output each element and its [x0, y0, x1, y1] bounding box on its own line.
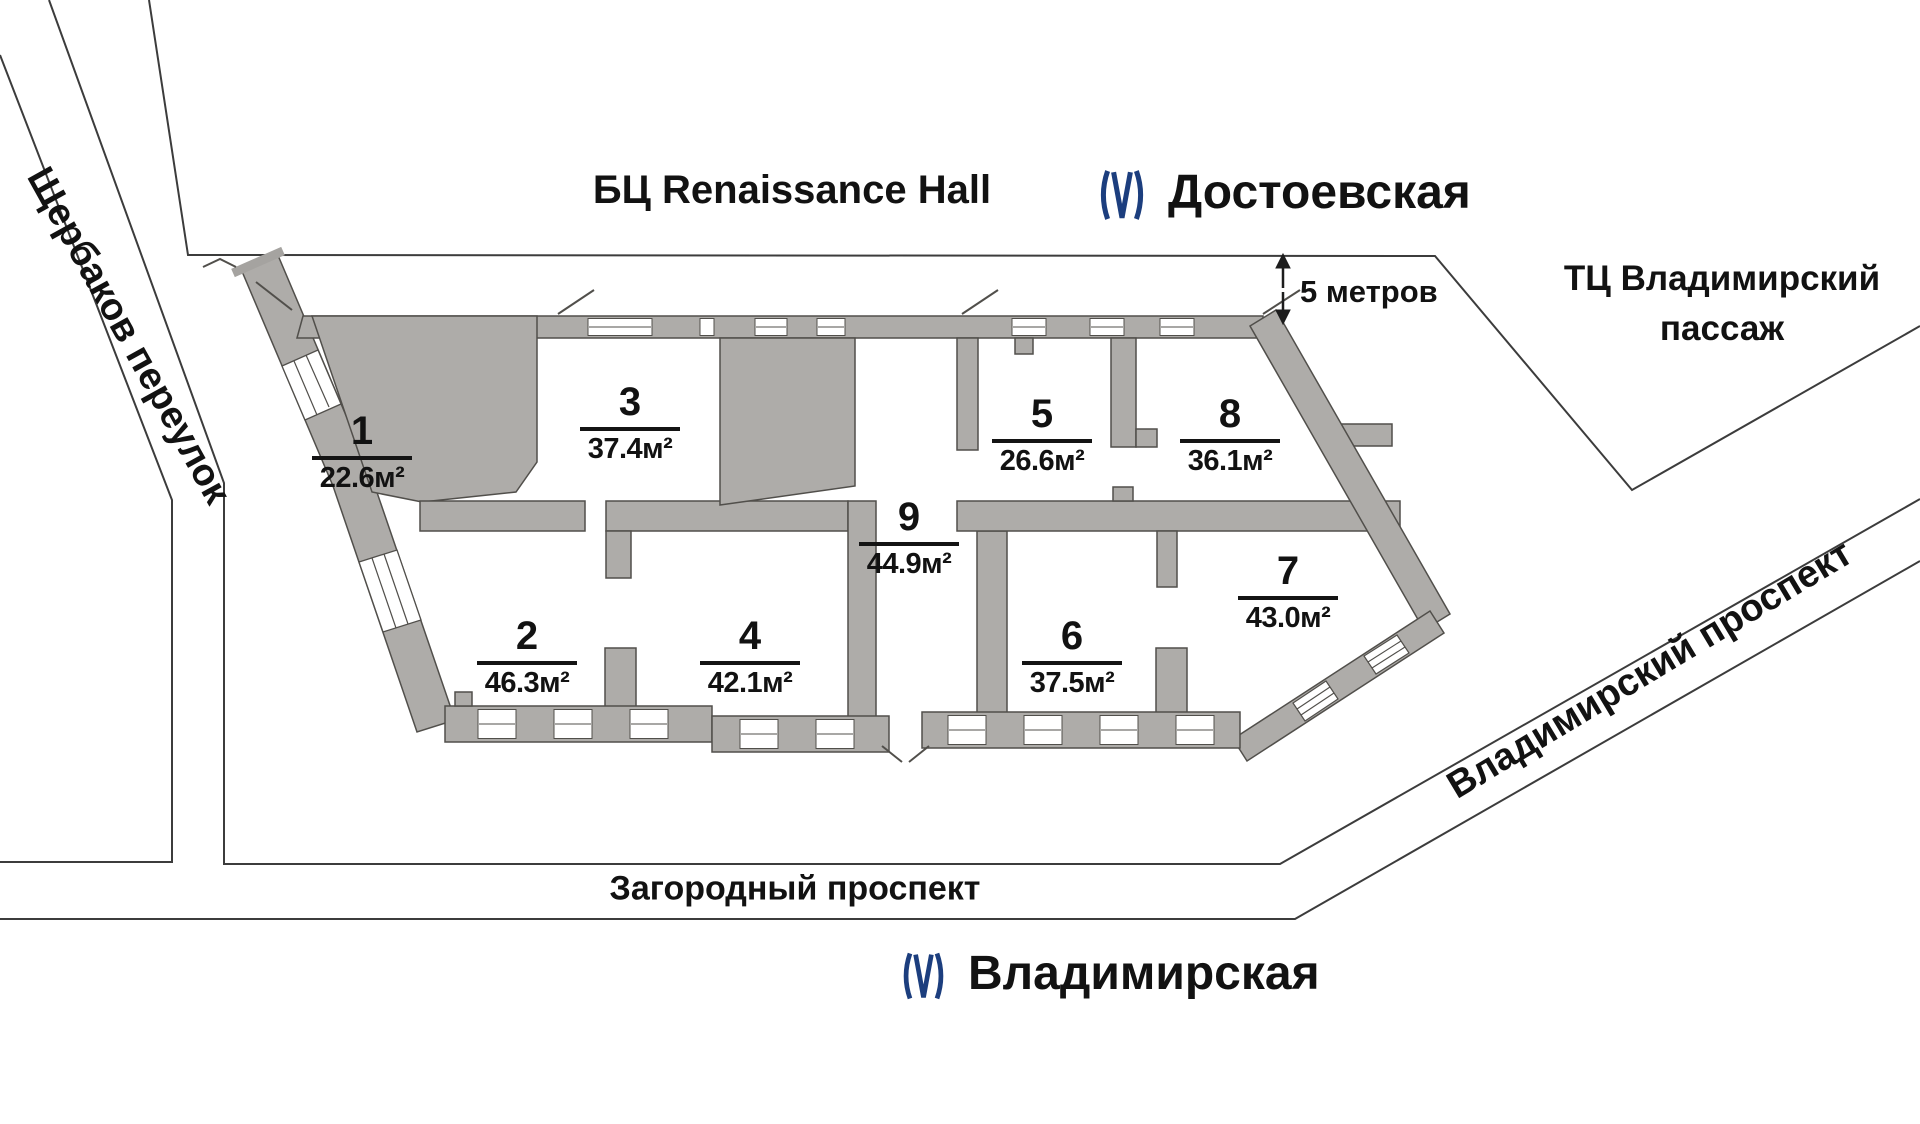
wall-stub: [1014, 337, 1034, 355]
room-area: 36.1м²: [1187, 445, 1273, 477]
room-number: 2: [515, 614, 539, 658]
room-area: 37.4м²: [587, 433, 673, 465]
wall-partition-foot: [1135, 428, 1158, 448]
arrow-down-icon: [1275, 309, 1291, 326]
door-swing-3: [961, 289, 999, 315]
room-number: 4: [738, 614, 762, 658]
room-area: 46.3м²: [484, 667, 570, 699]
room-label-4: 4 42.1м²: [700, 612, 800, 698]
room-number: 5: [1030, 392, 1054, 436]
street-name-zagorodny: Загородный проспект: [609, 869, 981, 908]
mall-label-line1: ТЦ Владимирский: [1563, 259, 1881, 298]
room-underline: [477, 661, 577, 665]
room-label-5: 5 26.6м²: [992, 390, 1092, 476]
entrance-tick-right: [908, 745, 930, 763]
street-lines: [0, 0, 1920, 920]
mall-label: ТЦ Владимирский пассаж: [1564, 254, 1880, 354]
room-area: 42.1м²: [707, 667, 793, 699]
wall-strip-cap: [231, 246, 285, 278]
room-underline: [1238, 596, 1338, 600]
street-edge-block-north: [148, 0, 1920, 492]
room-label-2: 2 46.3м²: [477, 612, 577, 698]
strip-windows: [281, 349, 422, 633]
room-number: 8: [1218, 392, 1242, 436]
wall-right-diagonal: [1248, 308, 1452, 632]
wall-corridor-left: [847, 500, 877, 741]
wall-partition-9-5: [956, 337, 979, 451]
room-number: 7: [1276, 549, 1300, 593]
metro-station-top: [1098, 167, 1146, 223]
street-edge-block-main: [48, 0, 1920, 865]
room-label-7: 7 43.0м²: [1238, 547, 1338, 633]
wall-stub: [605, 530, 632, 579]
room-area: 37.5м²: [1029, 667, 1115, 699]
room-area: 44.9м²: [866, 548, 952, 580]
mall-label-line2: пассаж: [1659, 309, 1785, 348]
street-edge-sherbakov-west: [0, 54, 173, 863]
room-underline: [1180, 439, 1280, 443]
room-underline: [992, 439, 1092, 443]
room-area: 26.6м²: [999, 445, 1085, 477]
corner-tick: [202, 257, 237, 268]
room-label-6: 6 37.5м²: [1022, 612, 1122, 698]
room-underline: [580, 427, 680, 431]
room-underline: [859, 542, 959, 546]
station-name-top: Достоевская: [1168, 166, 1471, 219]
street-edge-zagorodny-south: [0, 560, 1920, 920]
room-label-9: 9 44.9м²: [859, 493, 959, 579]
room-label-1: 1 22.6м²: [312, 407, 412, 493]
metro-logo-icon: [903, 952, 944, 1000]
diagonal-windows: [1292, 634, 1410, 722]
entrance-tick-left: [881, 745, 903, 763]
room-number: 1: [350, 409, 374, 453]
door-swing-2: [557, 289, 595, 315]
room-area: 22.6м²: [319, 462, 405, 494]
wall-hall-mass: [310, 315, 538, 503]
door-swing-1: [255, 281, 293, 311]
room-area: 43.0м²: [1245, 602, 1331, 634]
bottom-wall-glazing-lines: [479, 723, 1213, 735]
wall-band: [419, 500, 586, 532]
metro-logo-icon: [1100, 170, 1144, 220]
wall-partition-5-8: [1110, 337, 1137, 448]
wall-stub: [1112, 486, 1134, 502]
wall-wedge: [719, 337, 856, 506]
wall-stub: [1156, 530, 1178, 588]
room-number: 3: [618, 380, 642, 424]
dimension-arrows: [1275, 252, 1291, 326]
wall-bottom-b: [711, 715, 890, 753]
wall-band: [605, 500, 849, 532]
wall-band: [956, 500, 1401, 532]
business-center-label: БЦ Renaissance Hall: [592, 168, 992, 212]
metro-station-bottom: [901, 950, 946, 1002]
room-number: 6: [1060, 614, 1084, 658]
room-underline: [312, 456, 412, 460]
room-label-3: 3 37.4м²: [580, 378, 680, 464]
setback-label: 5 метров: [1300, 274, 1438, 309]
station-name-bottom: Владимирская: [968, 947, 1320, 1000]
door-swing-4: [1262, 289, 1301, 315]
room-underline: [1022, 661, 1122, 665]
arrow-up-icon: [1275, 252, 1291, 269]
room-underline: [700, 661, 800, 665]
building-walls: [202, 246, 1452, 763]
room-label-8: 8 36.1м²: [1180, 390, 1280, 476]
wall-step-notch: [454, 691, 473, 707]
room-number: 9: [897, 495, 921, 539]
wall-corridor-right: [976, 530, 1008, 741]
